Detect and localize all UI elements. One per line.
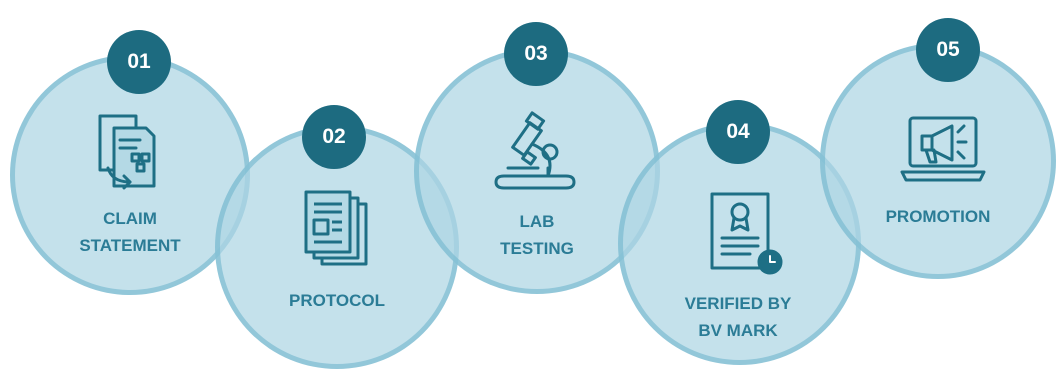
step-2-label-line-1: PROTOCOL (288, 291, 386, 310)
step-5-label-line-1: PROMOTION (885, 207, 991, 226)
claim-document-icon (98, 114, 156, 190)
step-5-circle (820, 43, 1056, 279)
microscope-icon (494, 111, 576, 190)
step-1-label: CLAIM STATEMENT (30, 205, 230, 259)
step-3-label: LAB TESTING (437, 208, 637, 262)
step-5-label: PROMOTION (838, 203, 1038, 230)
step-4-number-badge: 04 (706, 100, 770, 164)
step-4-label-line-1: VERIFIED BY (684, 294, 792, 313)
step-1-label-line-2: STATEMENT (79, 236, 181, 255)
certificate-icon (710, 192, 783, 275)
step-3-number-badge: 03 (504, 22, 568, 86)
megaphone-laptop-icon (900, 116, 986, 182)
step-1-number-badge: 01 (107, 30, 171, 94)
step-3-label-line-1: LAB (519, 212, 555, 231)
step-5-number-badge: 05 (916, 18, 980, 82)
step-4-label-line-2: BV MARK (698, 321, 778, 340)
step-1-label-line-1: CLAIM (103, 209, 157, 228)
step-4-label: VERIFIED BY BV MARK (638, 290, 838, 344)
protocol-documents-icon (304, 190, 368, 266)
step-2-label: PROTOCOL (237, 287, 437, 314)
step-3-label-line-2: TESTING (500, 239, 574, 258)
step-2-number-badge: 02 (302, 105, 366, 169)
